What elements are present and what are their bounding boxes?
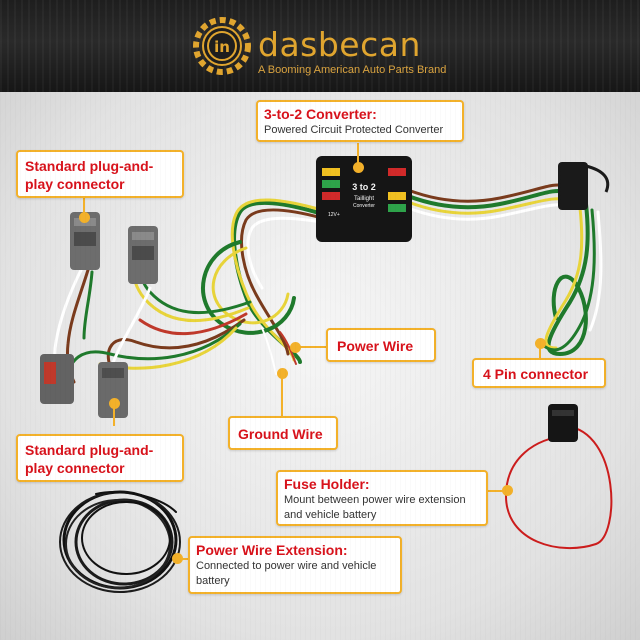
dot-plug-bottom bbox=[109, 398, 120, 409]
plug-bottom-title-1: Standard plug-and- bbox=[25, 442, 154, 458]
converter-title: 3-to-2 Converter: bbox=[264, 106, 377, 122]
callout-plug-bottom: Standard plug-and- play connector bbox=[16, 434, 184, 482]
converter-label-3: Converter bbox=[353, 203, 375, 209]
plug-top-title-2: play connector bbox=[25, 176, 125, 192]
logo-text: in bbox=[214, 38, 230, 56]
fuse-desc-2: and vehicle battery bbox=[284, 509, 377, 521]
converter-box: 3 to 2 Taillight Converter 12V+ bbox=[316, 156, 412, 242]
brand-header: in dasbecan A Booming American Auto Part… bbox=[0, 0, 640, 92]
callout-plug-top: Standard plug-and- play connector bbox=[16, 150, 184, 198]
callout-extension: Power Wire Extension: Connected to power… bbox=[188, 536, 402, 594]
converter-desc: Powered Circuit Protected Converter bbox=[264, 124, 444, 136]
leader-extension bbox=[178, 558, 188, 560]
leader-ground-wire bbox=[281, 374, 283, 416]
fuse-desc-1: Mount between power wire extension bbox=[284, 494, 466, 506]
dot-four-pin bbox=[535, 338, 546, 349]
leader-converter bbox=[357, 143, 359, 165]
leader-fuse bbox=[486, 490, 508, 492]
plug-top-title-1: Standard plug-and- bbox=[25, 158, 154, 174]
extension-title: Power Wire Extension: bbox=[196, 542, 348, 558]
product-photo-area: 3 to 2 Taillight Converter 12V+ bbox=[0, 92, 640, 640]
converter-voltage: 12V+ bbox=[328, 212, 340, 218]
callout-fuse-holder: Fuse Holder: Mount between power wire ex… bbox=[276, 470, 488, 526]
converter-label-1: 3 to 2 bbox=[352, 182, 376, 192]
plug-bottom-title-2: play connector bbox=[25, 460, 125, 476]
power-wire-title: Power Wire bbox=[337, 338, 414, 354]
plug-connector-top-left bbox=[70, 212, 158, 284]
leader-plug-top bbox=[83, 198, 85, 216]
leader-plug-bottom bbox=[113, 404, 115, 426]
callout-converter: 3-to-2 Converter: Powered Circuit Protec… bbox=[256, 100, 464, 142]
dot-converter bbox=[353, 162, 364, 173]
ground-wire-title: Ground Wire bbox=[238, 426, 323, 442]
extension-desc-2: battery bbox=[196, 575, 230, 587]
brand-tagline: A Booming American Auto Parts Brand bbox=[258, 64, 447, 76]
converter-label-2: Taillight bbox=[354, 196, 374, 202]
dot-power-wire bbox=[290, 342, 301, 353]
wiring-harness-illustration: 3 to 2 Taillight Converter 12V+ bbox=[40, 156, 613, 593]
leader-four-pin bbox=[539, 344, 541, 358]
dot-fuse bbox=[502, 485, 513, 496]
fuse-title: Fuse Holder: bbox=[284, 476, 370, 492]
dot-extension bbox=[172, 553, 183, 564]
dot-plug-top bbox=[79, 212, 90, 223]
fuse-holder bbox=[548, 404, 578, 442]
four-pin-connector bbox=[558, 162, 610, 210]
leader-power-wire bbox=[298, 346, 328, 348]
callout-four-pin: 4 Pin connector bbox=[472, 358, 606, 388]
four-pin-title: 4 Pin connector bbox=[483, 366, 589, 382]
brand-name: dasbecan bbox=[258, 25, 421, 64]
callout-ground-wire: Ground Wire bbox=[228, 416, 338, 450]
extension-desc-1: Connected to power wire and vehicle bbox=[196, 560, 377, 572]
callout-power-wire: Power Wire bbox=[326, 328, 436, 362]
plug-connector-bottom-left bbox=[40, 354, 128, 418]
brand-logo: in bbox=[193, 17, 251, 75]
dot-ground-wire bbox=[277, 368, 288, 379]
